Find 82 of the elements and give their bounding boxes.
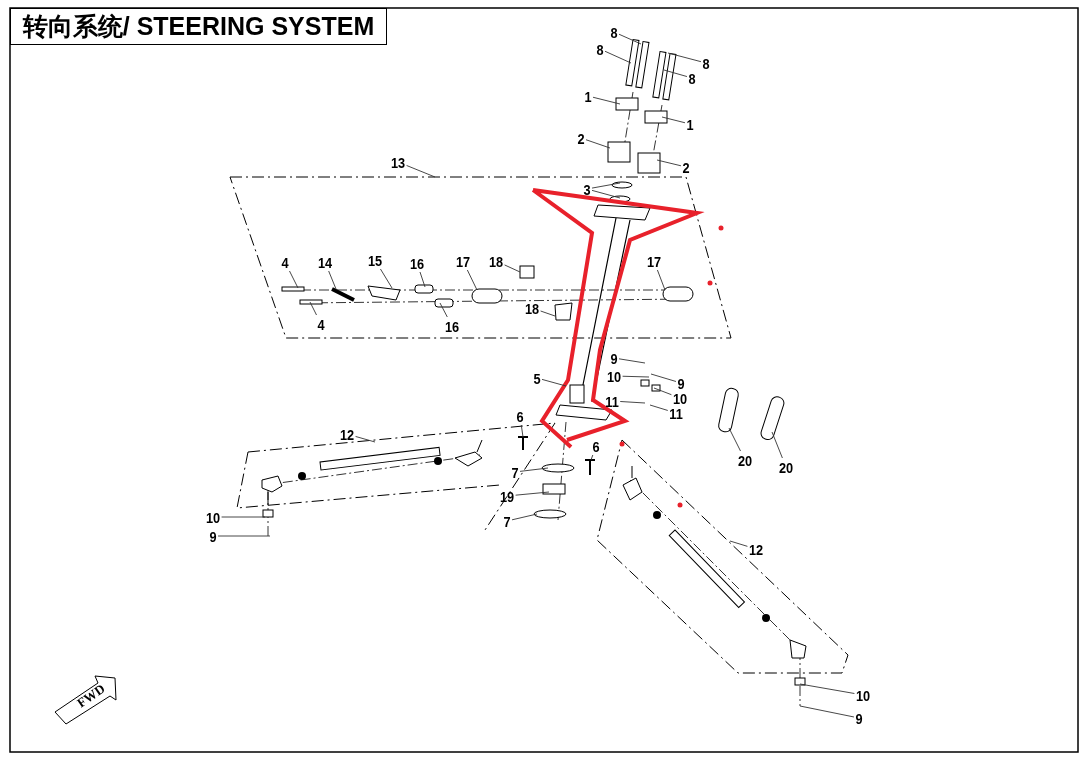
callout-number: 20: [737, 452, 753, 468]
leader-line: [439, 302, 448, 318]
leader-line: [520, 424, 524, 438]
callout-number: 1: [584, 88, 592, 104]
leader-line: [799, 683, 855, 694]
leader-line: [667, 52, 702, 63]
leader-line: [541, 378, 567, 387]
leader-line: [650, 373, 677, 382]
callout-number: 8: [688, 70, 696, 86]
callout-number: 8: [596, 41, 604, 57]
callout-number: 5: [533, 370, 541, 386]
callout-number: 10: [672, 390, 688, 406]
leader-line: [511, 513, 538, 521]
callout-number: 1: [686, 116, 694, 132]
callout-number: 8: [610, 24, 618, 40]
leader-line: [663, 69, 688, 77]
leader-line: [419, 271, 426, 288]
leader-line: [799, 705, 855, 718]
callout-number: 9: [677, 375, 685, 391]
callout-number: 20: [778, 459, 794, 475]
callout-number: 11: [605, 393, 619, 409]
leader-line: [618, 33, 642, 45]
leader-line: [619, 401, 646, 404]
leader-line: [515, 491, 550, 496]
callout-number: 17: [455, 253, 471, 269]
callout-number: 10: [205, 509, 221, 525]
callout-number: 4: [281, 254, 289, 270]
callout-number: 2: [682, 159, 690, 175]
callout-number: 15: [367, 252, 383, 268]
leader-line: [519, 467, 549, 472]
callout-number: 16: [444, 318, 460, 334]
leader-line: [585, 139, 611, 149]
leader-line: [729, 540, 748, 547]
leader-line: [591, 189, 621, 199]
leader-line: [592, 96, 621, 105]
callout-number: 6: [516, 408, 524, 424]
leader-line: [653, 387, 672, 396]
leader-line: [466, 269, 478, 291]
leader-line: [289, 270, 299, 289]
leader-line: [622, 375, 650, 378]
callout-number: 12: [748, 541, 764, 557]
leader-line: [355, 436, 376, 443]
leader-line: [656, 159, 682, 167]
callout-number: 18: [524, 300, 540, 316]
callout-number: 7: [503, 513, 511, 529]
callout-number: 14: [317, 254, 333, 270]
callout-number: 8: [702, 55, 710, 71]
callout-number: 13: [390, 154, 406, 170]
leader-line: [591, 182, 621, 189]
leader-line: [221, 516, 266, 518]
title: 转向系统/ STEERING SYSTEM: [10, 8, 387, 45]
leader-line: [618, 358, 646, 364]
callout-number: 7: [511, 464, 519, 480]
leader-line: [380, 268, 393, 289]
leader-line: [217, 535, 271, 537]
leader-line: [604, 50, 632, 64]
callout-number: 3: [583, 181, 591, 197]
callout-number: 10: [855, 687, 871, 703]
callout-number: 6: [592, 438, 600, 454]
callout-number: 11: [669, 405, 683, 421]
callout-number: 9: [855, 710, 863, 726]
leader-line: [656, 269, 666, 291]
callout-number: 12: [339, 426, 355, 442]
leader-line: [504, 264, 521, 273]
leader-line: [406, 165, 436, 178]
callout-number: 19: [499, 488, 515, 504]
callout-number: 10: [606, 368, 622, 384]
leader-line: [728, 427, 741, 452]
callout-number: 4: [317, 316, 325, 332]
callout-number: 2: [577, 130, 585, 146]
callout-number: 18: [488, 253, 504, 269]
leader-line: [328, 270, 337, 290]
callout-number: 17: [646, 253, 662, 269]
leader-line: [661, 116, 686, 124]
callout-number: 16: [409, 255, 425, 271]
leader-line: [309, 301, 317, 316]
leader-line: [540, 310, 556, 317]
leader-line: [590, 454, 594, 461]
leader-line: [771, 431, 783, 459]
callout-number: 9: [209, 528, 217, 544]
leader-line: [649, 404, 669, 411]
callout-number: 9: [610, 350, 618, 366]
